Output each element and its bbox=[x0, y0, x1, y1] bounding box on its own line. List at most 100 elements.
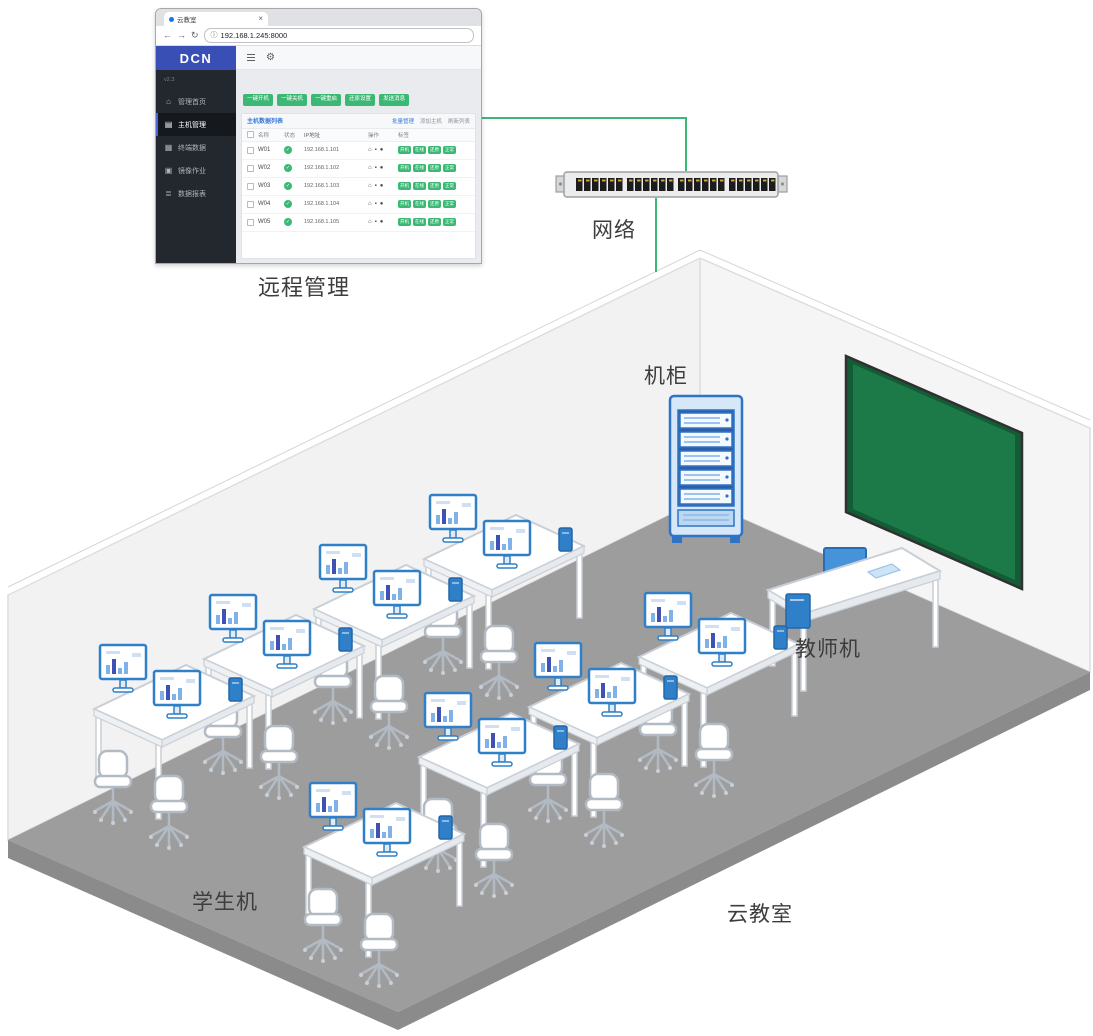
table-row[interactable]: W04 ✓ 192.168.1.104 ⌂▪● 开机 在线 还原 正常 bbox=[242, 196, 475, 214]
row-checkbox[interactable] bbox=[247, 146, 254, 154]
status-badge: 正常 bbox=[443, 218, 456, 226]
status-badge: 开机 bbox=[398, 182, 411, 190]
table-row[interactable]: W05 ✓ 192.168.1.105 ⌂▪● 开机 在线 还原 正常 bbox=[242, 214, 475, 232]
home-icon[interactable]: ⌂ bbox=[368, 219, 372, 225]
address-bar[interactable]: ⓘ 192.168.1.245:8000 bbox=[203, 28, 474, 43]
lock-icon[interactable]: ● bbox=[379, 201, 384, 207]
browser-window: 云教室 × ← → ↻ ⓘ 192.168.1.245:8000 DCN ⚙ bbox=[155, 8, 482, 264]
lock-icon[interactable]: ● bbox=[379, 219, 384, 225]
page-info-icon[interactable]: ⓘ bbox=[210, 32, 218, 39]
table-row[interactable]: W02 ✓ 192.168.1.102 ⌂▪● 开机 在线 还原 正常 bbox=[242, 160, 475, 178]
image-job-icon: ▣ bbox=[164, 166, 173, 175]
status-badge: 正常 bbox=[443, 182, 456, 190]
row-checkbox[interactable] bbox=[247, 164, 254, 172]
user-icon[interactable]: ▪ bbox=[374, 165, 377, 171]
status-online-icon: ✓ bbox=[284, 200, 292, 208]
status-badge: 开机 bbox=[398, 218, 411, 226]
host-ip: 192.168.1.103 bbox=[304, 183, 340, 189]
label-remote-management: 远程管理 bbox=[258, 275, 351, 300]
report-icon: ≣ bbox=[165, 189, 172, 198]
power-on-button[interactable]: 一键开机 bbox=[243, 94, 274, 106]
host-name: W01 bbox=[258, 147, 271, 153]
sidebar-item-image-jobs[interactable]: ▣ 镜像作业 bbox=[164, 166, 206, 175]
menu-icon[interactable] bbox=[247, 54, 255, 61]
status-badge: 正常 bbox=[443, 146, 456, 154]
host-ip: 192.168.1.101 bbox=[304, 147, 340, 153]
browser-tab-bar: 云教室 × bbox=[156, 9, 481, 26]
reload-icon[interactable]: ↻ bbox=[191, 30, 199, 40]
back-icon[interactable]: ← bbox=[163, 30, 172, 40]
status-badge: 在线 bbox=[413, 182, 426, 190]
app-content: 一键开机 一键关机 一键重启 还原设置 发送消息 主机数据列表 批量管理 添加主… bbox=[236, 70, 481, 263]
power-off-button[interactable]: 一键关机 bbox=[277, 94, 308, 106]
user-icon[interactable]: ▪ bbox=[374, 183, 377, 189]
switch-ports bbox=[576, 178, 776, 191]
chalkboard bbox=[844, 354, 1024, 591]
rack-server-units bbox=[679, 412, 733, 505]
classroom-room bbox=[6, 249, 1092, 1030]
host-name: W02 bbox=[258, 165, 271, 171]
status-online-icon: ✓ bbox=[284, 218, 292, 226]
management-app: DCN ⚙ v2.3 ⌂ 管理首页 ▤ 主机管理 bbox=[156, 46, 481, 263]
host-ip: 192.168.1.102 bbox=[304, 165, 340, 171]
message-button[interactable]: 发送消息 bbox=[379, 94, 410, 106]
home-icon: ⌂ bbox=[166, 97, 171, 106]
browser-nav-bar: ← → ↻ ⓘ 192.168.1.245:8000 bbox=[156, 26, 481, 46]
network-switch bbox=[555, 171, 788, 198]
status-badge: 还原 bbox=[428, 200, 441, 208]
status-online-icon: ✓ bbox=[284, 146, 292, 154]
action-toolbar: 一键开机 一键关机 一键重启 还原设置 发送消息 bbox=[241, 94, 476, 106]
host-ip: 192.168.1.104 bbox=[304, 201, 340, 207]
select-all-checkbox[interactable] bbox=[247, 131, 254, 138]
user-icon[interactable]: ▪ bbox=[374, 219, 377, 225]
user-icon[interactable]: ▪ bbox=[374, 201, 377, 207]
status-badge: 还原 bbox=[428, 182, 441, 190]
table-row[interactable]: W01 ✓ 192.168.1.101 ⌂▪● 开机 在线 还原 正常 bbox=[242, 142, 475, 160]
lock-icon[interactable]: ● bbox=[379, 147, 384, 153]
link-browser-to-switch bbox=[480, 117, 687, 171]
sidebar-item-terminal-data[interactable]: ▦ 终端数据 bbox=[164, 143, 206, 152]
home-icon[interactable]: ⌂ bbox=[368, 147, 372, 153]
status-online-icon: ✓ bbox=[284, 164, 292, 172]
lock-icon[interactable]: ● bbox=[379, 165, 384, 171]
home-icon[interactable]: ⌂ bbox=[368, 183, 372, 189]
sidebar-item-reports[interactable]: ≣ 数据报表 bbox=[165, 189, 206, 198]
refresh-list-link[interactable]: 刷新列表 bbox=[447, 118, 470, 125]
label-network: 网络 bbox=[592, 219, 636, 242]
status-badge: 在线 bbox=[413, 218, 426, 226]
status-badge: 在线 bbox=[413, 146, 426, 154]
status-badge: 开机 bbox=[398, 200, 411, 208]
home-icon[interactable]: ⌂ bbox=[368, 165, 372, 171]
forward-icon[interactable]: → bbox=[177, 30, 186, 40]
status-badge: 开机 bbox=[398, 146, 411, 154]
teacher-keyboard bbox=[866, 563, 902, 579]
sidebar-item-home[interactable]: ⌂ 管理首页 bbox=[156, 90, 236, 113]
reboot-button[interactable]: 一键重启 bbox=[311, 94, 342, 106]
gear-icon[interactable]: ⚙ bbox=[266, 51, 275, 63]
restore-button[interactable]: 还原设置 bbox=[345, 94, 376, 106]
row-checkbox[interactable] bbox=[247, 218, 254, 226]
host-list-panel: 主机数据列表 批量管理 添加主机 刷新列表 名称 状态 IP地址 操作 标签 bbox=[241, 112, 476, 259]
row-checkbox[interactable] bbox=[247, 182, 254, 190]
status-badge: 还原 bbox=[428, 164, 441, 172]
table-row[interactable]: W03 ✓ 192.168.1.103 ⌂▪● 开机 在线 还原 正常 bbox=[242, 178, 475, 196]
server-rack bbox=[668, 394, 744, 543]
label-teacher-pc: 教师机 bbox=[795, 638, 861, 661]
host-icon: ▤ bbox=[164, 120, 173, 129]
add-host-link[interactable]: 添加主机 bbox=[419, 118, 442, 125]
sidebar-item-hosts[interactable]: ▤ 主机管理 bbox=[156, 113, 236, 136]
user-icon[interactable]: ▪ bbox=[374, 147, 377, 153]
panel-title: 主机数据列表 bbox=[247, 119, 284, 125]
tab-title: 云教室 bbox=[177, 17, 197, 24]
status-badge: 正常 bbox=[443, 164, 456, 172]
lock-icon[interactable]: ● bbox=[379, 183, 384, 189]
app-topbar: ⚙ bbox=[236, 46, 481, 70]
batch-manage-link[interactable]: 批量管理 bbox=[391, 118, 414, 125]
browser-tab[interactable]: 云教室 × bbox=[164, 12, 268, 26]
tab-close-icon[interactable]: × bbox=[258, 14, 263, 23]
label-cabinet: 机柜 bbox=[644, 365, 688, 388]
row-checkbox[interactable] bbox=[247, 200, 254, 208]
home-icon[interactable]: ⌂ bbox=[368, 201, 372, 207]
